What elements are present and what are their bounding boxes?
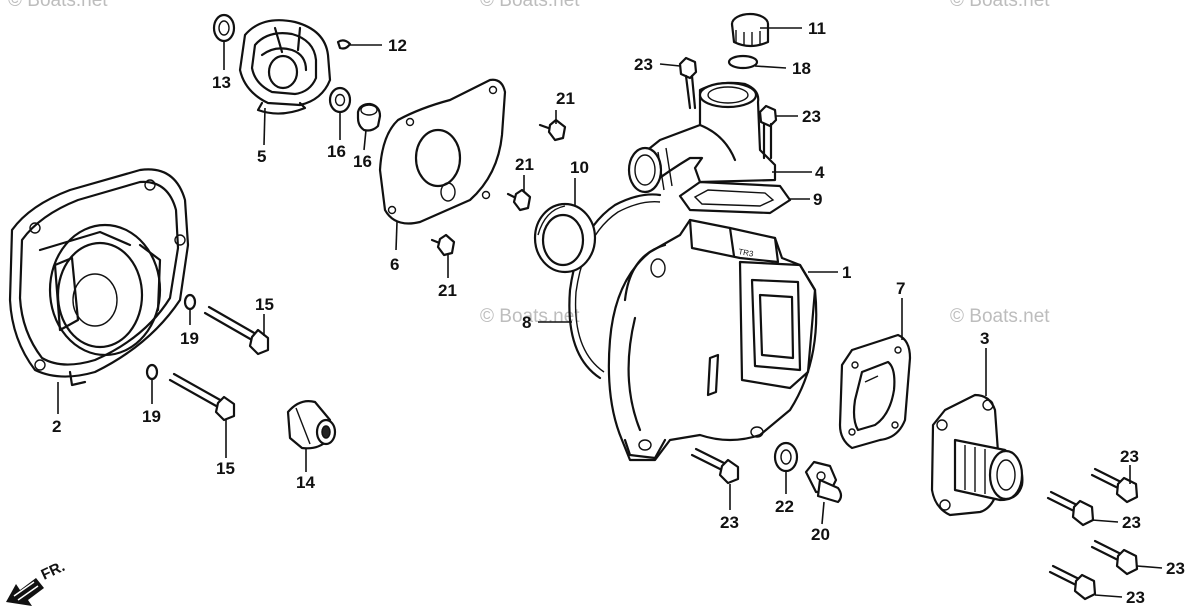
part-washer-19-lower <box>145 363 159 381</box>
part-o-ring-18 <box>727 54 759 70</box>
part-bolt-21-b <box>506 188 532 212</box>
part-bolt-23-bottom <box>690 447 740 485</box>
callout-5: 5 <box>257 147 266 166</box>
callout-9: 9 <box>813 190 822 209</box>
part-clip-12 <box>336 39 352 50</box>
callout-8: 8 <box>522 313 531 332</box>
part-fill-cap <box>730 12 770 48</box>
callout-15-upper: 15 <box>255 295 274 314</box>
part-cover-housing <box>8 168 190 387</box>
part-drain-bolt <box>804 460 843 504</box>
part-pump-casing: TR3 <box>607 218 818 462</box>
watermark-mid-right: © Boats.net <box>950 306 1050 327</box>
callout-3: 3 <box>980 329 989 348</box>
callout-12: 12 <box>388 36 407 55</box>
part-mechanical-seal <box>238 19 332 115</box>
callout-2: 2 <box>52 417 61 436</box>
part-bolt-23-right-1 <box>1090 467 1139 504</box>
part-washer-19-upper <box>183 293 197 311</box>
callout-16: 16 <box>353 152 372 171</box>
callout-23-top-right: 23 <box>802 107 821 126</box>
part-bolt-21-a <box>538 118 567 142</box>
part-bushing <box>286 400 337 450</box>
watermark-top-right: © Boats.net <box>950 0 1050 11</box>
callout-18: 18 <box>792 59 811 78</box>
callout-4: 4 <box>815 163 825 182</box>
callout-20: 20 <box>811 525 830 544</box>
callout-23-top-left: 23 <box>634 55 653 74</box>
callout-21-top: 21 <box>556 89 575 108</box>
part-bolt-15-upper <box>203 305 270 356</box>
callout-6: 6 <box>390 255 399 274</box>
callout-11: 11 <box>808 19 826 38</box>
callout-23-right-1: 23 <box>1120 447 1139 466</box>
callout-23-right-4: 23 <box>1126 588 1145 607</box>
part-bolt-23-right-4 <box>1048 564 1097 601</box>
callout-numbers: 11 12 13 5 16 16 23 18 23 21 4 9 21 10 1… <box>52 19 1185 607</box>
callout-19-upper: 19 <box>180 329 199 348</box>
part-gasket-7 <box>838 333 912 450</box>
leader-lines <box>57 27 1163 598</box>
front-direction-marker: FR. <box>6 558 68 606</box>
callout-23-bottom: 23 <box>720 513 739 532</box>
callout-10: 10 <box>570 158 589 177</box>
callout-21-low: 21 <box>438 281 457 300</box>
part-seal-ring-10 <box>533 202 597 274</box>
callout-15-lower: 15 <box>216 459 235 478</box>
watermark-top-left: © Boats.net <box>8 0 108 11</box>
part-bolt-21-c <box>430 233 456 257</box>
callout-1: 1 <box>842 263 851 282</box>
callout-21-mid: 21 <box>515 155 534 174</box>
part-bolt-23-right-3 <box>1090 539 1139 576</box>
callout-14: 14 <box>296 473 315 492</box>
part-washer-22 <box>773 441 799 473</box>
watermark-top-center: © Boats.net <box>480 0 580 11</box>
callout-23-right-2: 23 <box>1122 513 1141 532</box>
part-bolt-23-top-left <box>678 56 698 110</box>
callout-17: 16 <box>327 142 346 161</box>
part-cap-16 <box>356 102 382 132</box>
callout-7: 7 <box>896 279 905 298</box>
part-elbow-pipe <box>627 81 777 194</box>
part-gasket-plate <box>378 78 507 225</box>
callout-19-lower: 19 <box>142 407 161 426</box>
part-washer-17 <box>328 86 352 114</box>
front-label: FR. <box>39 558 68 584</box>
callout-13: 13 <box>212 73 231 92</box>
part-gasket-9 <box>678 180 792 215</box>
part-bolt-23-right-2 <box>1046 490 1095 527</box>
part-washer-13 <box>212 13 236 43</box>
part-drain-cover <box>930 393 1024 517</box>
svg-text:TR3: TR3 <box>738 247 755 259</box>
front-arrow-icon <box>6 578 44 606</box>
callout-22: 22 <box>775 497 794 516</box>
callout-23-right-3: 23 <box>1166 559 1185 578</box>
part-bolt-15-lower <box>168 372 236 422</box>
part-bolt-23-top-right <box>758 104 778 160</box>
